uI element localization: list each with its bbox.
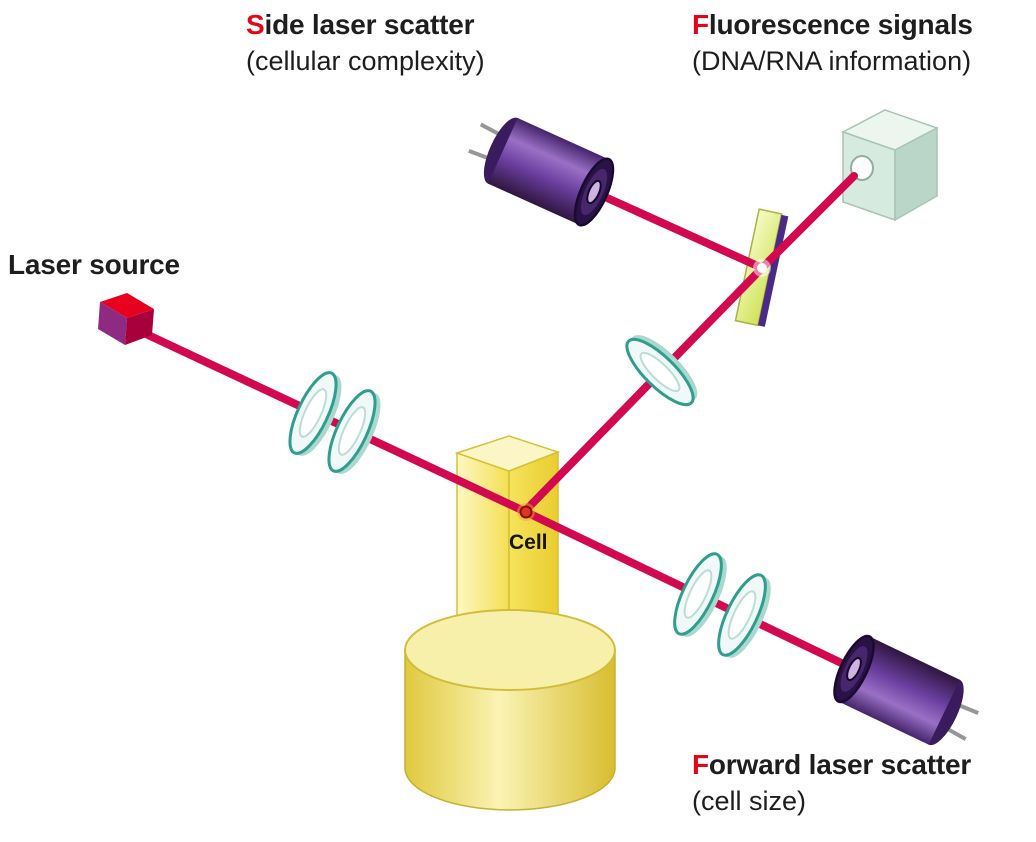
laser-beams <box>142 172 860 674</box>
cuvette-top-face <box>454 435 561 472</box>
side-scatter-subtitle: (cellular complexity) <box>246 46 485 77</box>
label-side-scatter: Side laser scatter (cellular complexity) <box>246 8 485 78</box>
side-scatter-detector <box>460 105 621 230</box>
laser-right-face <box>125 309 154 345</box>
side-scatter-accent-letter: S <box>246 9 265 40</box>
label-laser-source: Laser source <box>8 248 180 282</box>
laser-source <box>98 293 154 345</box>
forward-scatter-accent-letter: F <box>692 749 709 780</box>
side-scatter-title: Side laser scatter <box>246 8 485 42</box>
forward-scatter-subtitle: (cell size) <box>692 786 807 817</box>
forward-scatter-title-rest: orward laser scatter <box>708 749 972 780</box>
fluorescence-title-rest: luorescence signals <box>708 9 973 40</box>
cell-core <box>519 505 533 519</box>
laser-front-face <box>98 302 127 345</box>
mirror-hit-spot <box>757 263 767 273</box>
fluorescence-subtitle: (DNA/RNA information) <box>692 46 972 77</box>
laser-source-title: Laser source <box>8 249 180 280</box>
fluorescence-title: Fluorescence signals <box>692 8 973 42</box>
mirror-edge <box>757 214 789 327</box>
beam-excitation <box>142 330 530 516</box>
flow-cell-base <box>404 609 616 811</box>
label-forward-scatter: Forward laser scatter (cell size) <box>692 748 971 818</box>
fluorescence-detector <box>841 109 939 222</box>
cube-right-face <box>894 126 938 222</box>
cell-dot <box>517 503 535 521</box>
forward-scatter-title: Forward laser scatter <box>692 748 971 782</box>
beam-reflected <box>590 188 766 272</box>
base-top <box>404 609 616 691</box>
laser-top-face <box>100 293 154 318</box>
forward-scatter-detector <box>824 628 990 761</box>
flow-cuvette <box>454 435 561 662</box>
beam-side-scatter <box>523 264 766 513</box>
beam-fluorescence <box>758 172 858 272</box>
fluorescence-accent-letter: F <box>692 9 709 40</box>
label-fluorescence: Fluorescence signals (DNA/RNA informatio… <box>692 8 973 78</box>
label-cell: Cell <box>509 531 548 554</box>
side-scatter-title-rest: ide laser scatter <box>264 9 475 40</box>
base-body <box>404 649 616 811</box>
